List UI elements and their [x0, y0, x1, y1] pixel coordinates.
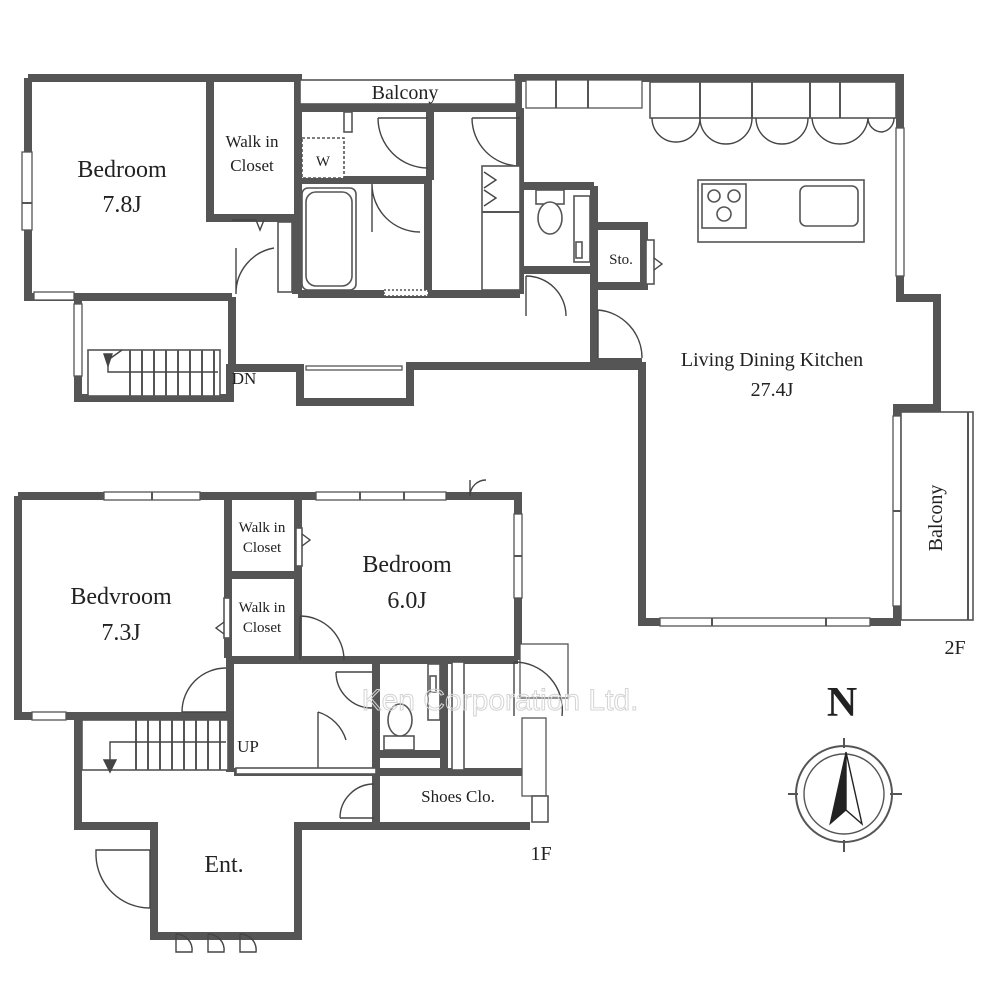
watermark: Ken Corporation Ltd. [362, 684, 639, 717]
balcony-top-label: Balcony [372, 82, 439, 104]
upper-corridor [232, 165, 521, 295]
compass-rose-icon [788, 738, 902, 852]
cooktop-burner-icon [716, 206, 732, 222]
bedroom-upper-name: Bedroom [77, 157, 167, 183]
lower-stairs [81, 719, 377, 775]
lower-closet-a-line1: Walk in [239, 520, 286, 536]
bedroom-a-name: Bedvroom [70, 584, 172, 610]
toilet-icon [387, 703, 413, 737]
balcony-top-outline [299, 79, 517, 105]
upper-closet-line1: Walk in [226, 132, 279, 151]
lower-closet-b-line1: Walk in [239, 600, 286, 616]
kitchen-upper-cabinets [649, 81, 897, 145]
bedroom-b-name: Bedroom [362, 552, 452, 578]
lower-toilet [383, 661, 465, 771]
washer-label: W [316, 154, 331, 170]
lower-windows [31, 491, 569, 823]
upper-toilet [525, 189, 664, 359]
floor-label-2f: 2F [944, 637, 965, 659]
shoes-closet-label: Shoes Clo. [421, 787, 495, 806]
kitchen-island[interactable] [697, 179, 865, 243]
lower-doors [95, 479, 564, 953]
compass: N [788, 680, 902, 852]
bedroom-upper-size: 7.8J [102, 192, 141, 218]
stairs-down-label: DN [232, 369, 257, 388]
floor-label-1f: 1F [530, 843, 551, 865]
bedroom-b-size: 6.0J [387, 588, 426, 614]
upper-stairs [87, 349, 221, 397]
upper-closet-line2: Closet [230, 156, 274, 175]
balcony-side-label: Balcony [925, 485, 947, 552]
ldk-name: Living Dining Kitchen [681, 349, 863, 371]
stair-arrow-icon [109, 741, 226, 762]
entrance-label: Ent. [204, 852, 243, 878]
lower-closet-b-line2: Closet [243, 620, 282, 636]
side-balcony-outline [900, 411, 974, 621]
kitchen-sink-icon [799, 185, 859, 227]
toilet-icon [537, 201, 563, 235]
stairs-up-label: UP [237, 737, 259, 756]
washer-icon [301, 137, 345, 179]
storage-label: Sto. [609, 252, 633, 268]
upper-windows [21, 79, 905, 627]
bedroom-a-size: 7.3J [101, 620, 140, 646]
ldk-size: 27.4J [751, 379, 794, 401]
upper-bath [301, 111, 521, 297]
north-label: N [827, 680, 857, 726]
room-labels: Bedroom 7.8J Walk in Closet Balcony W St… [70, 82, 965, 878]
cooktop-burner-icon [727, 189, 741, 203]
cooktop-burner-icon [707, 189, 721, 203]
lower-closet-a-line2: Closet [243, 540, 282, 556]
